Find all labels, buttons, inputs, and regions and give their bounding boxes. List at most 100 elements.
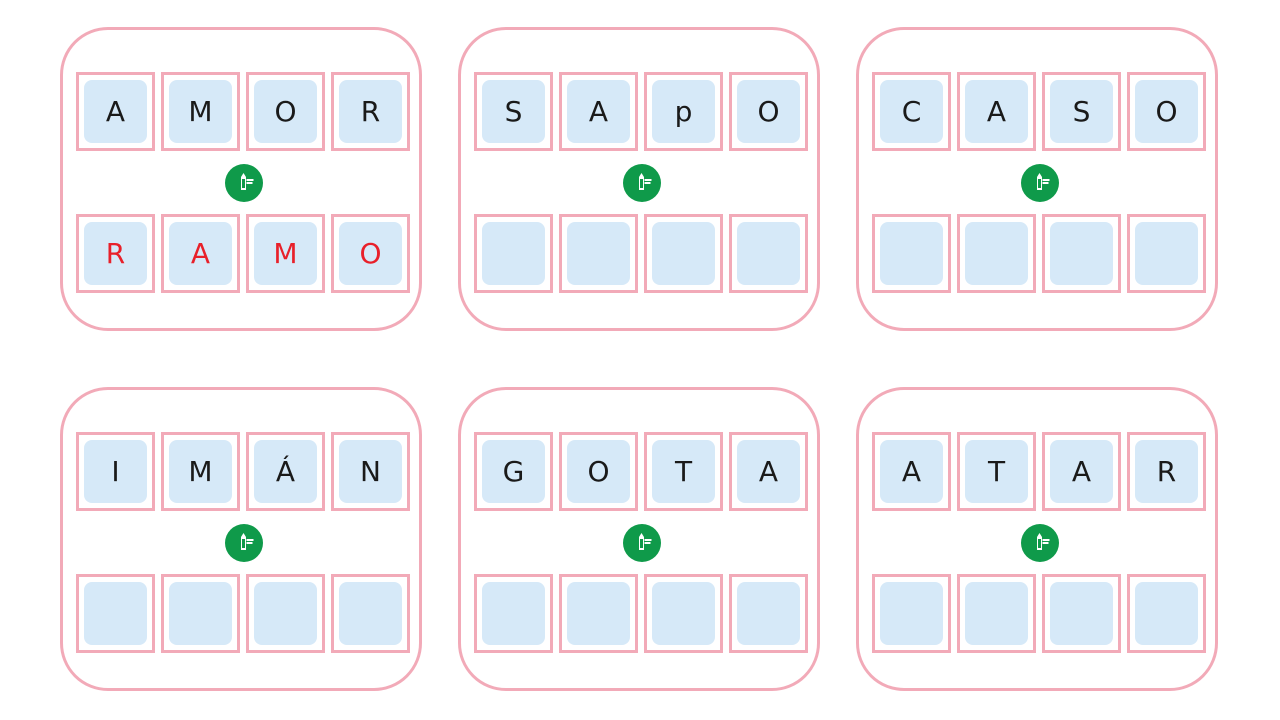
letter-cell: O <box>729 72 808 151</box>
anagram-card: I M Á N <box>60 387 422 691</box>
letter-cell: A <box>957 72 1036 151</box>
pencil-logo-icon <box>225 524 263 562</box>
answer-cell[interactable] <box>161 574 240 653</box>
answer-tile[interactable]: M <box>254 222 317 285</box>
answer-cell[interactable] <box>872 574 951 653</box>
letter-cell: C <box>872 72 951 151</box>
anagram-card: A T A R <box>856 387 1218 691</box>
answer-tile[interactable] <box>652 222 715 285</box>
answer-cell[interactable]: R <box>76 214 155 293</box>
letter-tile: A <box>567 80 630 143</box>
letter-cell: O <box>246 72 325 151</box>
letter-tile: S <box>1050 80 1113 143</box>
answer-tile[interactable] <box>1135 222 1198 285</box>
word-row: C A S O <box>872 72 1206 151</box>
letter-tile: C <box>880 80 943 143</box>
answer-row <box>474 574 808 653</box>
answer-tile[interactable] <box>169 582 232 645</box>
letter-cell: O <box>559 432 638 511</box>
answer-tile[interactable]: O <box>339 222 402 285</box>
answer-cell[interactable] <box>957 214 1036 293</box>
letter-cell: S <box>474 72 553 151</box>
letter-tile: M <box>169 80 232 143</box>
letter-tile: O <box>567 440 630 503</box>
letter-tile: p <box>652 80 715 143</box>
answer-cell[interactable] <box>1127 214 1206 293</box>
answer-cell[interactable] <box>474 214 553 293</box>
letter-cell: I <box>76 432 155 511</box>
letter-tile: Á <box>254 440 317 503</box>
letter-tile: O <box>1135 80 1198 143</box>
letter-cell: A <box>559 72 638 151</box>
answer-cell[interactable] <box>474 574 553 653</box>
letter-tile: O <box>254 80 317 143</box>
answer-cell[interactable]: A <box>161 214 240 293</box>
letter-cell: p <box>644 72 723 151</box>
answer-tile[interactable] <box>652 582 715 645</box>
answer-cell[interactable] <box>331 574 410 653</box>
answer-cell[interactable] <box>1042 214 1121 293</box>
answer-tile[interactable] <box>567 582 630 645</box>
letter-tile: S <box>482 80 545 143</box>
answer-tile[interactable] <box>84 582 147 645</box>
letter-cell: M <box>161 432 240 511</box>
letter-cell: S <box>1042 72 1121 151</box>
letter-cell: M <box>161 72 240 151</box>
answer-tile[interactable] <box>880 222 943 285</box>
letter-tile: R <box>1135 440 1198 503</box>
letter-cell: A <box>1042 432 1121 511</box>
letter-tile: A <box>880 440 943 503</box>
letter-tile: A <box>737 440 800 503</box>
pencil-logo-icon <box>623 164 661 202</box>
pencil-logo-icon <box>1021 164 1059 202</box>
answer-cell[interactable] <box>246 574 325 653</box>
answer-cell[interactable] <box>872 214 951 293</box>
answer-tile[interactable] <box>339 582 402 645</box>
answer-cell[interactable] <box>1127 574 1206 653</box>
letter-tile: R <box>339 80 402 143</box>
letter-tile: A <box>84 80 147 143</box>
letter-tile: A <box>965 80 1028 143</box>
answer-tile[interactable] <box>567 222 630 285</box>
answer-cell[interactable] <box>729 574 808 653</box>
letter-cell: N <box>331 432 410 511</box>
answer-cell[interactable]: M <box>246 214 325 293</box>
letter-cell: A <box>872 432 951 511</box>
answer-cell[interactable] <box>1042 574 1121 653</box>
letter-cell: R <box>331 72 410 151</box>
letter-tile: N <box>339 440 402 503</box>
answer-tile[interactable] <box>1050 582 1113 645</box>
answer-cell[interactable] <box>559 214 638 293</box>
answer-tile[interactable]: R <box>84 222 147 285</box>
answer-cell[interactable] <box>644 214 723 293</box>
answer-tile[interactable]: A <box>169 222 232 285</box>
word-row: I M Á N <box>76 432 410 511</box>
answer-tile[interactable] <box>965 222 1028 285</box>
letter-cell: A <box>76 72 155 151</box>
answer-row <box>872 214 1206 293</box>
pencil-logo-icon <box>1021 524 1059 562</box>
answer-row <box>872 574 1206 653</box>
letter-tile: T <box>652 440 715 503</box>
word-row: G O T A <box>474 432 808 511</box>
answer-cell[interactable] <box>957 574 1036 653</box>
answer-cell[interactable] <box>644 574 723 653</box>
answer-tile[interactable] <box>880 582 943 645</box>
answer-cell[interactable] <box>76 574 155 653</box>
answer-tile[interactable] <box>482 222 545 285</box>
pencil-logo-icon <box>225 164 263 202</box>
answer-tile[interactable] <box>737 222 800 285</box>
answer-tile[interactable] <box>965 582 1028 645</box>
answer-tile[interactable] <box>254 582 317 645</box>
answer-tile[interactable] <box>1135 582 1198 645</box>
answer-cell[interactable]: O <box>331 214 410 293</box>
word-row: A M O R <box>76 72 410 151</box>
answer-cell[interactable] <box>559 574 638 653</box>
answer-row <box>474 214 808 293</box>
answer-tile[interactable] <box>482 582 545 645</box>
answer-tile[interactable] <box>1050 222 1113 285</box>
answer-tile[interactable] <box>737 582 800 645</box>
word-row: S A p O <box>474 72 808 151</box>
answer-cell[interactable] <box>729 214 808 293</box>
